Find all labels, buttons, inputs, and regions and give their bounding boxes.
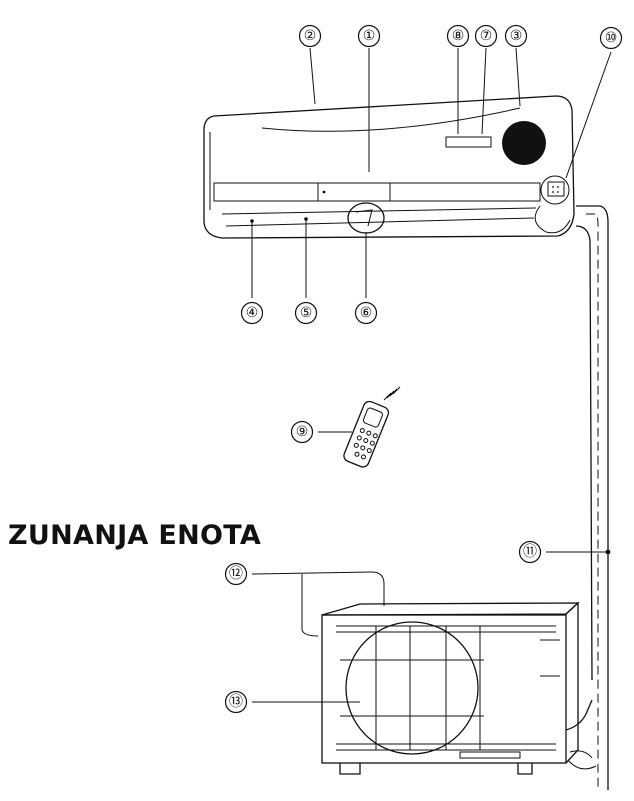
callout-10: ⑩ xyxy=(599,26,623,50)
callout-circle xyxy=(290,420,314,444)
callout-9: ⑨ xyxy=(290,420,314,444)
callout-circle xyxy=(240,301,264,325)
callout-2: ② xyxy=(298,24,322,48)
callout-circle xyxy=(224,562,248,586)
outdoor-unit xyxy=(321,601,597,775)
callout-1: ① xyxy=(357,24,381,48)
callout-circle xyxy=(446,24,470,48)
svg-text:②: ② xyxy=(304,28,317,44)
svg-text:⑪: ⑪ xyxy=(523,544,537,560)
callout-11: ⑪ xyxy=(518,540,542,564)
svg-text:⑤: ⑤ xyxy=(300,305,313,321)
svg-text:④: ④ xyxy=(246,305,259,321)
callout-3: ③ xyxy=(504,24,528,48)
leader-lines xyxy=(251,47,612,703)
svg-text:⑬: ⑬ xyxy=(229,694,243,710)
callout-6: ⑥ xyxy=(354,301,378,325)
connecting-pipe xyxy=(575,205,611,790)
display-window xyxy=(445,136,492,148)
callout-circle xyxy=(518,540,542,564)
svg-text:①: ① xyxy=(363,28,376,44)
callout-8: ⑧ xyxy=(446,24,470,48)
svg-text:⑨: ⑨ xyxy=(296,424,309,440)
svg-text:⑩: ⑩ xyxy=(605,30,618,46)
callout-circle xyxy=(294,301,318,325)
callout-13: ⑬ xyxy=(224,690,248,714)
remote-signal-waves xyxy=(383,386,401,401)
callout-circle xyxy=(357,24,381,48)
svg-text:⑫: ⑫ xyxy=(229,566,243,582)
fan-grille xyxy=(345,621,479,755)
callout-7: ⑦ xyxy=(474,24,498,48)
callout-circle xyxy=(599,26,623,50)
callout-5: ⑤ xyxy=(294,301,318,325)
svg-text:③: ③ xyxy=(510,28,523,44)
callout-circle xyxy=(224,690,248,714)
svg-text:⑧: ⑧ xyxy=(452,28,465,44)
callout-circle xyxy=(298,24,322,48)
callout-circle xyxy=(504,24,528,48)
indoor-unit xyxy=(203,95,575,239)
callout-circle xyxy=(354,301,378,325)
outdoor-unit-heading: ZUNANJA ENOTA xyxy=(8,520,262,551)
remote-control xyxy=(343,400,390,468)
front-strip xyxy=(213,182,541,202)
svg-text:⑦: ⑦ xyxy=(480,28,493,44)
svg-text:⑥: ⑥ xyxy=(360,305,373,321)
callout-circle xyxy=(474,24,498,48)
callout-12: ⑫ xyxy=(224,562,248,586)
signal-receiver xyxy=(547,181,565,197)
round-badge xyxy=(502,121,546,165)
callout-4: ④ xyxy=(240,301,264,325)
